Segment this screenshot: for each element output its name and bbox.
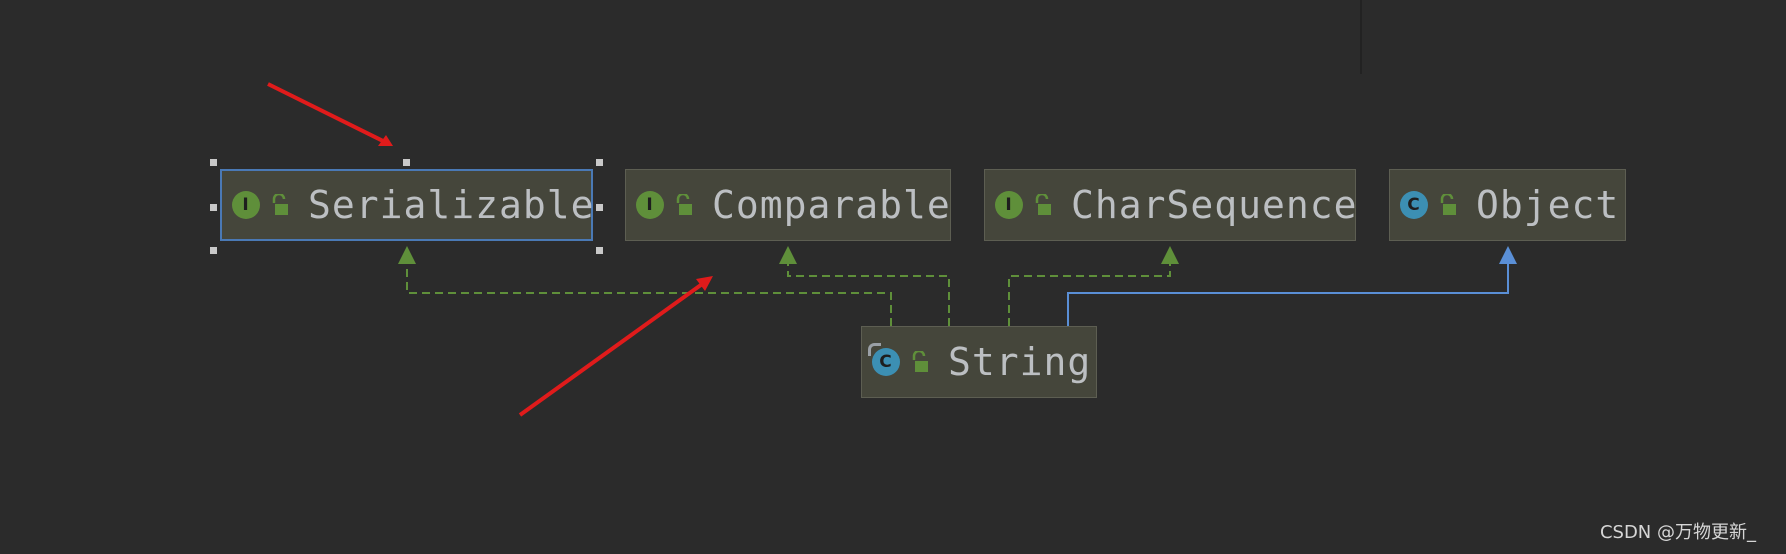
edge-string-comparable bbox=[779, 246, 950, 326]
selection-handle-top[interactable] bbox=[403, 159, 410, 166]
selection-handle-bottom-right[interactable] bbox=[596, 247, 603, 254]
open-lock-icon bbox=[912, 351, 928, 372]
selection-handle-left[interactable] bbox=[210, 204, 217, 211]
selection-handle-top-right[interactable] bbox=[596, 159, 603, 166]
open-lock-icon bbox=[272, 194, 288, 215]
selection-handle-bottom-left[interactable] bbox=[210, 247, 217, 254]
selection-handle-top-left[interactable] bbox=[210, 159, 217, 166]
edge-string-serializable bbox=[398, 246, 892, 326]
open-lock-icon bbox=[1440, 194, 1456, 215]
node-label: Comparable bbox=[712, 183, 951, 227]
node-object[interactable]: C Object bbox=[1389, 169, 1626, 241]
watermark: CSDN @万物更新_ bbox=[1599, 522, 1756, 543]
badge-letter: C bbox=[879, 352, 893, 372]
interface-badge-icon: I bbox=[636, 191, 664, 219]
node-charsequence[interactable]: I CharSequence bbox=[984, 169, 1358, 241]
selection-handle-right[interactable] bbox=[596, 204, 603, 211]
final-marker-icon bbox=[868, 343, 881, 356]
node-comparable[interactable]: I Comparable bbox=[625, 169, 951, 241]
final-class-badge-icon: C bbox=[868, 343, 900, 376]
node-label: String bbox=[948, 340, 1092, 384]
node-string[interactable]: C String bbox=[861, 326, 1097, 398]
class-badge-icon: C bbox=[1400, 191, 1428, 219]
edge-string-charsequence bbox=[1008, 246, 1179, 326]
node-label: Serializable bbox=[308, 183, 595, 227]
node-label: Object bbox=[1476, 183, 1620, 227]
annotation-arrow-bottom bbox=[518, 276, 713, 417]
edge-string-object bbox=[1067, 246, 1517, 326]
node-label: CharSequence bbox=[1071, 183, 1358, 227]
interface-badge-icon: I bbox=[995, 191, 1023, 219]
node-serializable[interactable]: I Serializable bbox=[220, 169, 595, 241]
annotation-arrow-top bbox=[267, 82, 393, 146]
open-lock-icon bbox=[1035, 194, 1051, 215]
open-lock-icon bbox=[676, 194, 692, 215]
interface-badge-icon: I bbox=[232, 191, 260, 219]
